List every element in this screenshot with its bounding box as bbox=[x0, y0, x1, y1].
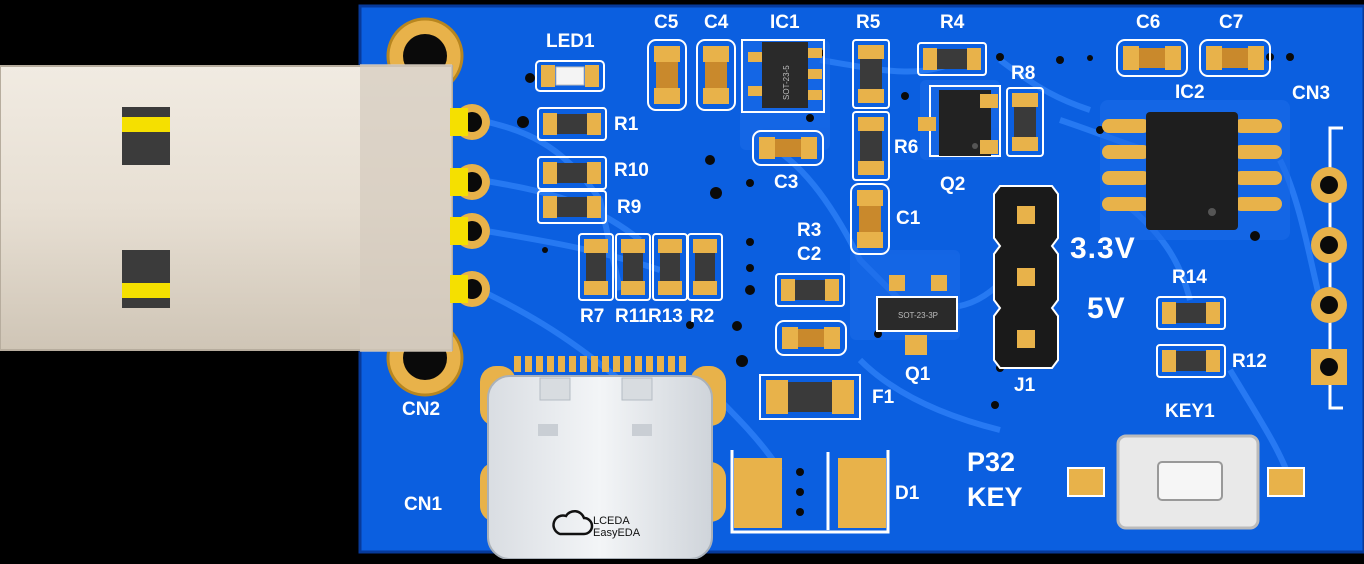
label-5v: 5V bbox=[1087, 292, 1126, 325]
label-r3: R3 bbox=[797, 220, 822, 241]
label-r7: R7 bbox=[580, 306, 605, 327]
ic2-chip bbox=[1102, 112, 1282, 230]
label-r9: R9 bbox=[617, 197, 642, 218]
label-d1: D1 bbox=[895, 483, 920, 504]
label-r12: R12 bbox=[1232, 351, 1267, 372]
logo-line-1: LCEDA bbox=[593, 515, 630, 527]
label-r2: R2 bbox=[690, 306, 715, 327]
q1-transistor bbox=[876, 275, 958, 355]
usb-a-plug bbox=[0, 64, 468, 352]
f1-fuse bbox=[759, 374, 861, 420]
label-3v3: 3.3V bbox=[1070, 232, 1136, 265]
label-r4: R4 bbox=[940, 12, 965, 33]
label-cn1: CN1 bbox=[404, 494, 443, 515]
label-key: KEY bbox=[967, 482, 1023, 512]
cloud-icon bbox=[552, 509, 594, 536]
label-c6: C6 bbox=[1136, 12, 1161, 33]
vertical-resistors bbox=[578, 39, 1044, 301]
easyeda-logo: LCEDA EasyEDA bbox=[593, 515, 640, 539]
label-r10: R10 bbox=[614, 160, 649, 181]
label-ic2: IC2 bbox=[1175, 82, 1205, 103]
label-r13: R13 bbox=[648, 306, 683, 327]
label-c2: C2 bbox=[797, 244, 822, 265]
label-c4: C4 bbox=[704, 12, 729, 33]
label-r1: R1 bbox=[614, 114, 639, 135]
label-c3: C3 bbox=[774, 172, 799, 193]
cn3-pads bbox=[1311, 126, 1347, 410]
key1-switch bbox=[1067, 434, 1305, 530]
label-r5: R5 bbox=[856, 12, 881, 33]
label-cn2: CN2 bbox=[402, 399, 441, 420]
label-c5: C5 bbox=[654, 12, 679, 33]
ic1-chip-mark: SOT-23-5 bbox=[782, 65, 791, 100]
label-r14: R14 bbox=[1172, 267, 1207, 288]
label-c7: C7 bbox=[1219, 12, 1244, 33]
vertical-capacitors bbox=[647, 39, 890, 255]
d1-diode bbox=[730, 450, 890, 534]
led1-component bbox=[535, 60, 605, 92]
logo-line-2: EasyEDA bbox=[593, 527, 641, 540]
label-j1: J1 bbox=[1014, 375, 1036, 396]
j1-header bbox=[993, 185, 1059, 369]
label-led1: LED1 bbox=[546, 31, 595, 52]
usb-type-c-receptacle bbox=[480, 356, 726, 560]
label-cn3: CN3 bbox=[1292, 83, 1331, 104]
label-q1: Q1 bbox=[905, 364, 931, 385]
label-r6: R6 bbox=[894, 137, 919, 158]
label-f1: F1 bbox=[872, 387, 895, 408]
label-c1: C1 bbox=[896, 208, 921, 229]
horizontal-resistors bbox=[537, 42, 1226, 378]
label-r8: R8 bbox=[1011, 63, 1036, 84]
q1-chip-mark: SOT-23-3P bbox=[898, 311, 938, 320]
label-key1: KEY1 bbox=[1165, 401, 1215, 422]
label-ic1: IC1 bbox=[770, 12, 800, 33]
label-r11: R11 bbox=[615, 306, 649, 327]
ic1-chip bbox=[741, 39, 825, 113]
label-q2: Q2 bbox=[940, 174, 966, 195]
horizontal-capacitors bbox=[752, 39, 1271, 356]
q2-transistor bbox=[918, 85, 1001, 157]
label-p32: P32 bbox=[967, 447, 1016, 477]
